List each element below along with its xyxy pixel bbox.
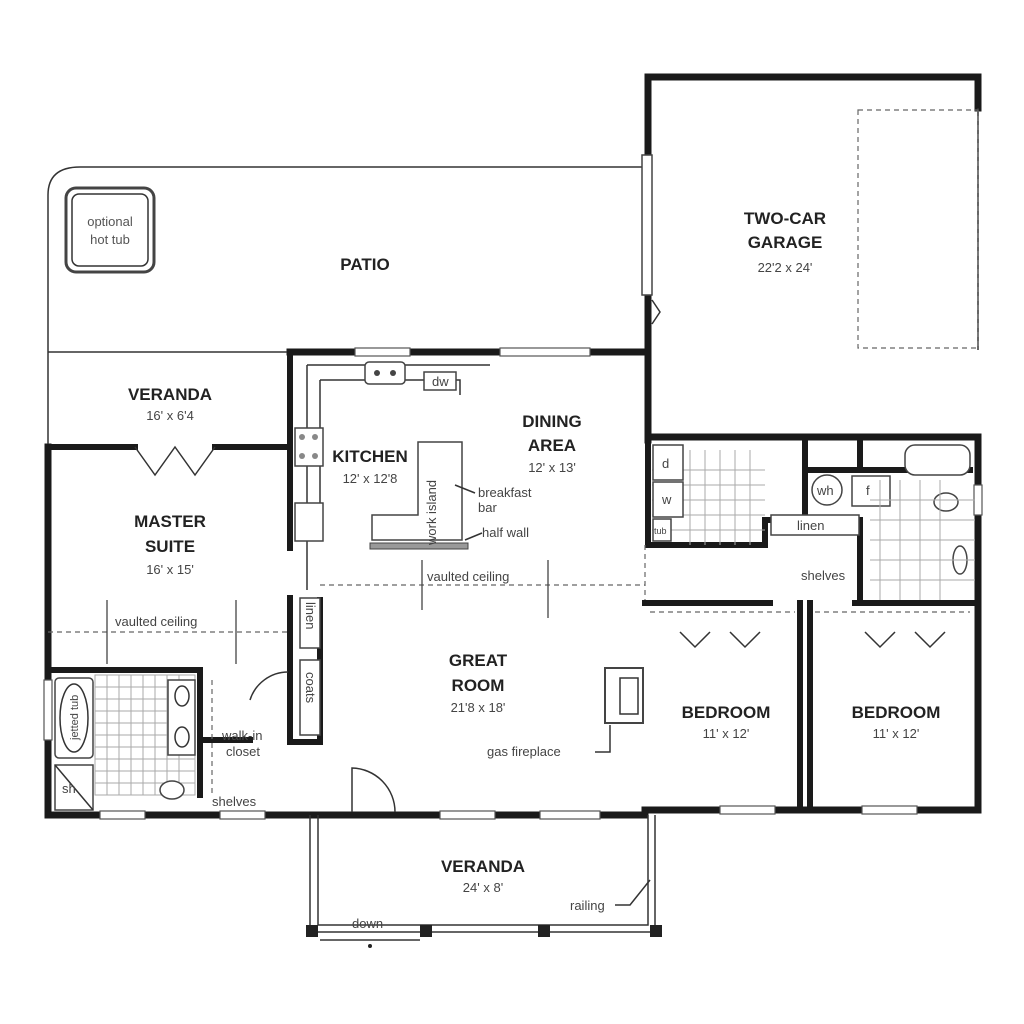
- veranda-rear-label: VERANDA: [128, 385, 212, 404]
- garage-walls: [644, 73, 982, 444]
- laundry-tile: [652, 450, 765, 545]
- hot-tub: [64, 186, 156, 274]
- sink: [364, 361, 406, 385]
- vanity: [167, 679, 196, 756]
- dining-label: DINING: [522, 412, 582, 431]
- walk-in-label: walk-in: [221, 728, 262, 743]
- vaulted-kitchen-label: vaulted ceiling: [427, 569, 509, 584]
- hot-tub-label-2: hot tub: [90, 232, 130, 247]
- great-room-label: GREAT: [449, 651, 508, 670]
- vaulted-arrows: [106, 560, 549, 664]
- master-doors: [134, 445, 216, 477]
- bedroom2-label: BEDROOM: [852, 703, 941, 722]
- breakfast-bar-label: breakfast: [478, 485, 532, 500]
- master-bath-tile: [94, 674, 196, 796]
- cooktop: [294, 427, 324, 467]
- washer-label: w: [661, 492, 672, 507]
- bedroom1-dim: 11' x 12': [703, 726, 750, 741]
- master-label-2: SUITE: [145, 537, 195, 556]
- bedroom1-label: BEDROOM: [682, 703, 771, 722]
- jetted-tub: [54, 677, 94, 759]
- dining-dim: 12' x 13': [528, 460, 576, 475]
- hot-tub-label: optional: [87, 214, 133, 229]
- master-label: MASTER: [134, 512, 206, 531]
- patio-label: PATIO: [340, 255, 389, 274]
- bedroom2-dim: 11' x 12': [873, 726, 920, 741]
- dw-label: dw: [432, 374, 449, 389]
- great-room-label-2: ROOM: [452, 676, 505, 695]
- kitchen-dim: 12' x 12'8: [343, 471, 398, 486]
- half-wall: [369, 542, 469, 550]
- linen-bath-label: linen: [797, 518, 824, 533]
- garage-label: TWO-CAR: [744, 209, 826, 228]
- breakfast-bar-label-2: bar: [478, 500, 497, 515]
- hall-bathtub: [904, 444, 971, 476]
- linen-hall-label: linen: [303, 602, 318, 629]
- veranda-posts: [306, 925, 662, 937]
- patio-outline: [47, 166, 645, 352]
- front-door: [351, 767, 396, 813]
- gas-fireplace-label: gas fireplace: [487, 744, 561, 759]
- great-room-dim: 21'8 x 18': [451, 700, 506, 715]
- veranda-rear-dim: 16' x 6'4: [146, 408, 194, 423]
- furnace-label: f: [866, 483, 870, 498]
- front-veranda-outline: [309, 815, 656, 933]
- refrigerator: [294, 502, 324, 542]
- dishwasher: [423, 371, 457, 391]
- toilet: [159, 780, 185, 800]
- windows: [43, 347, 983, 820]
- garage-dim: 22'2 x 24': [758, 260, 813, 275]
- garage-door: [857, 109, 979, 349]
- shelves-master-label: shelves: [212, 794, 257, 809]
- half-wall-label: half wall: [482, 525, 529, 540]
- work-island: [371, 441, 463, 541]
- work-island-label: work island: [424, 480, 439, 546]
- coats-label: coats: [303, 672, 318, 704]
- vaulted-master-label: vaulted ceiling: [115, 614, 197, 629]
- dryer-label: d: [662, 456, 669, 471]
- interior-walls: [45, 349, 981, 813]
- jetted-tub-label: jetted tub: [69, 695, 81, 741]
- garage-label-2: GARAGE: [748, 233, 823, 252]
- kitchen-label: KITCHEN: [332, 447, 408, 466]
- closet-label: closet: [226, 744, 260, 759]
- shelves-hall-label: shelves: [801, 568, 846, 583]
- shower-label: sh: [62, 781, 76, 796]
- veranda-front-dim: 24' x 8': [463, 880, 503, 895]
- down-label: down: [352, 916, 383, 931]
- closet-door: [249, 671, 289, 701]
- water-heater-label: wh: [816, 483, 834, 498]
- dining-label-2: AREA: [528, 436, 576, 455]
- veranda-front-label: VERANDA: [441, 857, 525, 876]
- laundry-tub-label: tub: [654, 526, 667, 536]
- master-dim: 16' x 15': [146, 562, 194, 577]
- railing-label: railing: [570, 898, 605, 913]
